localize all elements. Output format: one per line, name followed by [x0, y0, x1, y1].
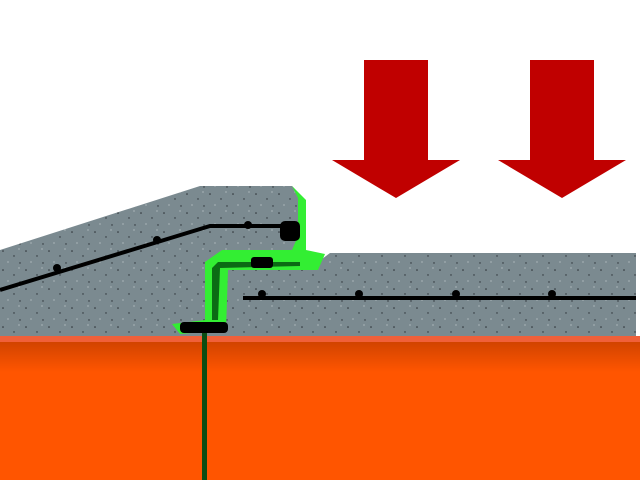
rebar-left	[0, 221, 300, 292]
rebar-right	[243, 290, 636, 300]
load-arrow-right	[498, 60, 626, 198]
joint-seal	[172, 186, 325, 334]
dowel-cap	[280, 221, 300, 241]
ground-layer	[0, 336, 640, 480]
load-arrow-left	[332, 60, 460, 198]
seal-block	[251, 257, 273, 268]
anchor	[180, 322, 228, 480]
